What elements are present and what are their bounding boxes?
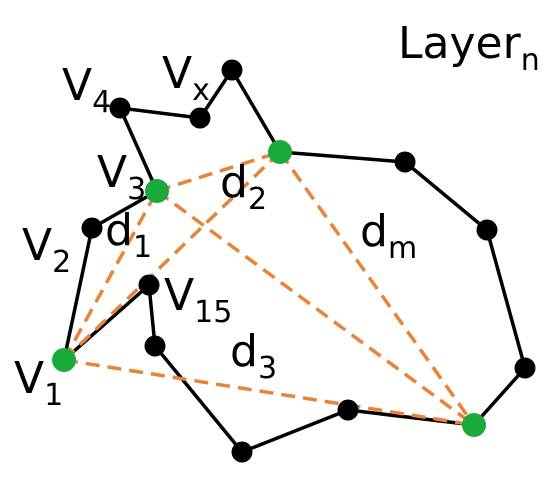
label-v15-base: V: [164, 270, 194, 321]
vertex-bottom-right-hub: [462, 413, 486, 437]
vertex-inner: [144, 335, 166, 357]
label-v1-base: V: [14, 353, 44, 404]
vertex-top-hub: [268, 140, 292, 164]
label-v2-base: V: [22, 220, 52, 271]
vertex-bottom: [231, 441, 253, 463]
label-v4-sub: 4: [92, 85, 111, 120]
label-vx-sub: x: [192, 73, 210, 108]
label-v1: V1: [14, 353, 63, 413]
label-d2: d2: [220, 157, 267, 217]
label-d3: d3: [230, 326, 277, 386]
label-dm: dm: [360, 206, 417, 266]
label-d3-sub: 3: [258, 351, 277, 386]
vertex-mid-top: [189, 107, 211, 129]
label-v3-sub: 3: [127, 172, 146, 207]
vertex-right-bottom: [514, 357, 536, 379]
vertex-bottom-mid: [337, 399, 359, 421]
label-d1-sub: 1: [133, 230, 152, 265]
label-v3-base: V: [97, 147, 127, 198]
label-v2-sub: 2: [52, 245, 71, 280]
layer-title: Layern: [398, 18, 540, 78]
distance-line-v1-right: [63, 358, 475, 427]
label-d1: d1: [105, 205, 152, 265]
label-vx: Vx: [162, 48, 210, 108]
polygon-edge-path: [62, 68, 527, 454]
label-v4-base: V: [62, 60, 92, 111]
label-d2-sub: 2: [248, 182, 267, 217]
layer-title-sub: n: [521, 43, 540, 78]
label-d2-base: d: [220, 157, 248, 208]
label-v2: V2: [22, 220, 71, 280]
label-dm-sub: m: [388, 231, 417, 266]
distance-line-v1-v3: [62, 190, 159, 361]
vertex-v1: [52, 348, 76, 372]
distance-lines: [62, 150, 476, 427]
vertex-right-top: [394, 151, 416, 173]
label-v15: V15: [164, 270, 232, 330]
label-v1-sub: 1: [44, 378, 63, 413]
label-d1-base: d: [105, 205, 133, 256]
vertex-vx: [221, 59, 243, 81]
label-v3: V3: [97, 147, 146, 207]
label-dm-base: d: [360, 206, 388, 257]
label-vx-base: V: [162, 48, 192, 99]
label-d3-base: d: [230, 326, 258, 377]
vertex-right: [476, 219, 498, 241]
distance-line-top-right: [278, 150, 476, 427]
vertex-v4: [109, 97, 131, 119]
layer-title-base: Layer: [398, 18, 522, 69]
label-v4: V4: [62, 60, 111, 120]
distance-line-v1-top: [62, 150, 282, 362]
label-v15-sub: 15: [194, 295, 232, 330]
highlighted-vertices: [52, 140, 486, 437]
vertices: [81, 59, 536, 463]
polygon-outline: [62, 68, 527, 454]
vertex-v15: [138, 274, 160, 296]
vertex-v2: [81, 217, 103, 239]
vertex-v3: [145, 179, 169, 203]
